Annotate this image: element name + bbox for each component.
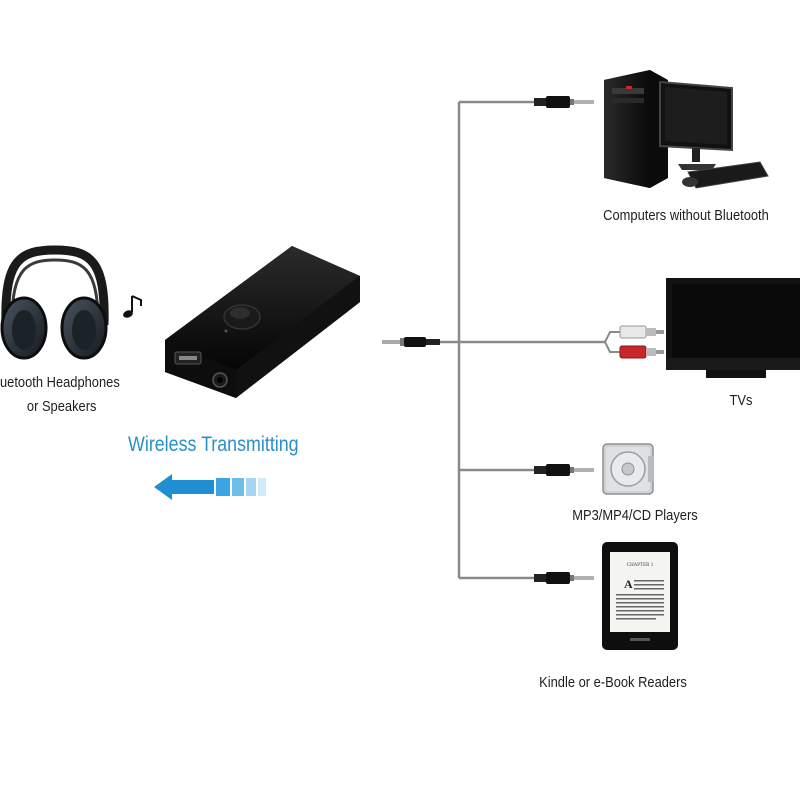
- audio-jack-icon: [534, 464, 594, 476]
- tv-icon: [666, 278, 800, 378]
- audio-jack-icon: [534, 572, 594, 584]
- label-computers: Computers without Bluetooth: [603, 207, 769, 224]
- label-tvs: TVs: [729, 392, 753, 409]
- headphones-icon: [0, 245, 109, 360]
- label-mp3-players: MP3/MP4/CD Players: [572, 507, 698, 524]
- label-kindle: Kindle or e-Book Readers: [539, 674, 687, 691]
- svg-text:A: A: [624, 577, 633, 591]
- audio-jack-icon: [534, 96, 594, 108]
- arrow-left-icon: [154, 474, 266, 500]
- ereader-icon: CHAPTER 1 A: [602, 542, 678, 650]
- computer-icon: [604, 70, 769, 189]
- label-headphones-line2: or Speakers: [26, 398, 97, 415]
- kindle-chapter-text: CHAPTER 1: [627, 563, 654, 568]
- label-headphones-line1: uetooth Headphones: [0, 374, 120, 391]
- mp3-player-icon: [602, 443, 654, 495]
- label-wireless-transmitting: Wireless Transmitting: [128, 433, 299, 456]
- cable-lines: [440, 100, 605, 580]
- audio-jack-icon: [382, 337, 440, 347]
- rca-plug-icon: [604, 325, 664, 359]
- bluetooth-transmitter-icon: [165, 246, 360, 398]
- music-note-icon: [123, 295, 142, 318]
